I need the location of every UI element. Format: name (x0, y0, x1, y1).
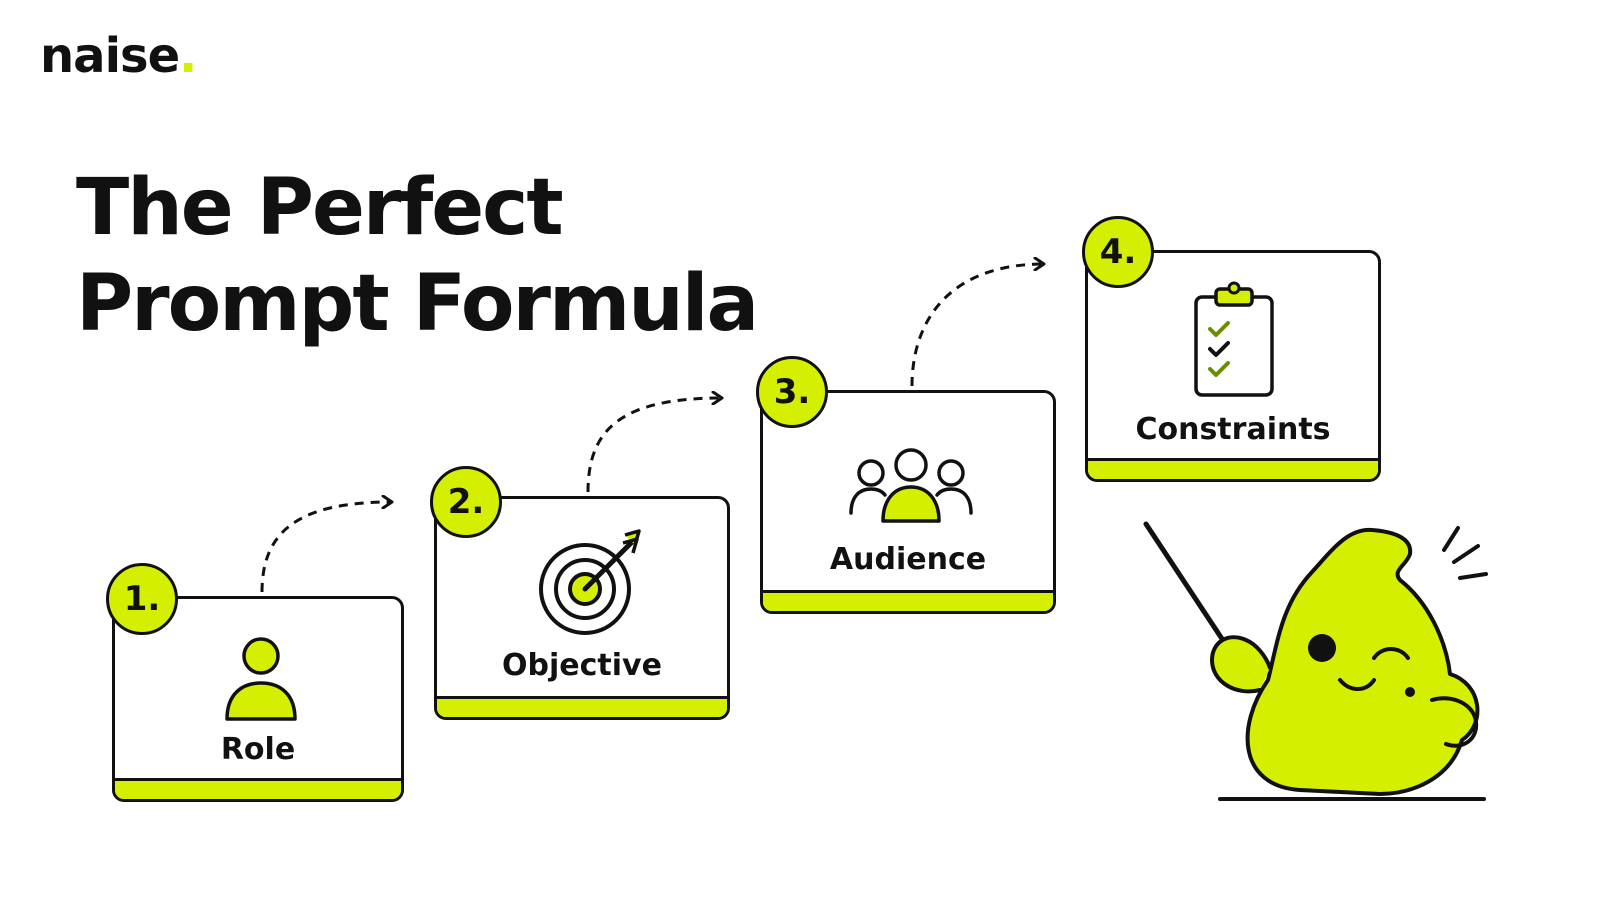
brand-dot: . (179, 28, 197, 84)
brand-logo: naise. (40, 32, 197, 80)
step-number-badge: 2. (430, 466, 502, 538)
page-title: The Perfect Prompt Formula (76, 160, 759, 352)
step-label: Objective (502, 648, 662, 683)
card-accent-bar (1088, 458, 1378, 479)
step-number-badge: 3. (756, 356, 828, 428)
brand-name: naise (40, 28, 180, 84)
arrow-1-to-2 (260, 502, 392, 593)
arrow-3-to-4 (910, 264, 1044, 387)
title-line-2: Prompt Formula (76, 259, 759, 349)
step-card-audience: Audience (760, 390, 1056, 614)
step-number-badge: 1. (106, 563, 178, 635)
target-icon (539, 529, 641, 635)
step-number-badge: 4. (1082, 216, 1154, 288)
card-accent-bar (115, 778, 401, 799)
step-card-role: Role (112, 596, 404, 802)
card-accent-bar (763, 590, 1053, 611)
title-line-1: The Perfect (76, 163, 564, 253)
clipboard-checklist-icon (1194, 281, 1274, 397)
person-icon (225, 637, 297, 721)
card-accent-bar (437, 696, 727, 717)
step-card-constraints: Constraints (1085, 250, 1381, 482)
step-label: Constraints (1135, 412, 1331, 447)
arrow-2-to-3 (586, 398, 722, 493)
group-icon (849, 448, 973, 523)
step-label: Role (220, 732, 296, 767)
step-label: Audience (829, 542, 987, 577)
